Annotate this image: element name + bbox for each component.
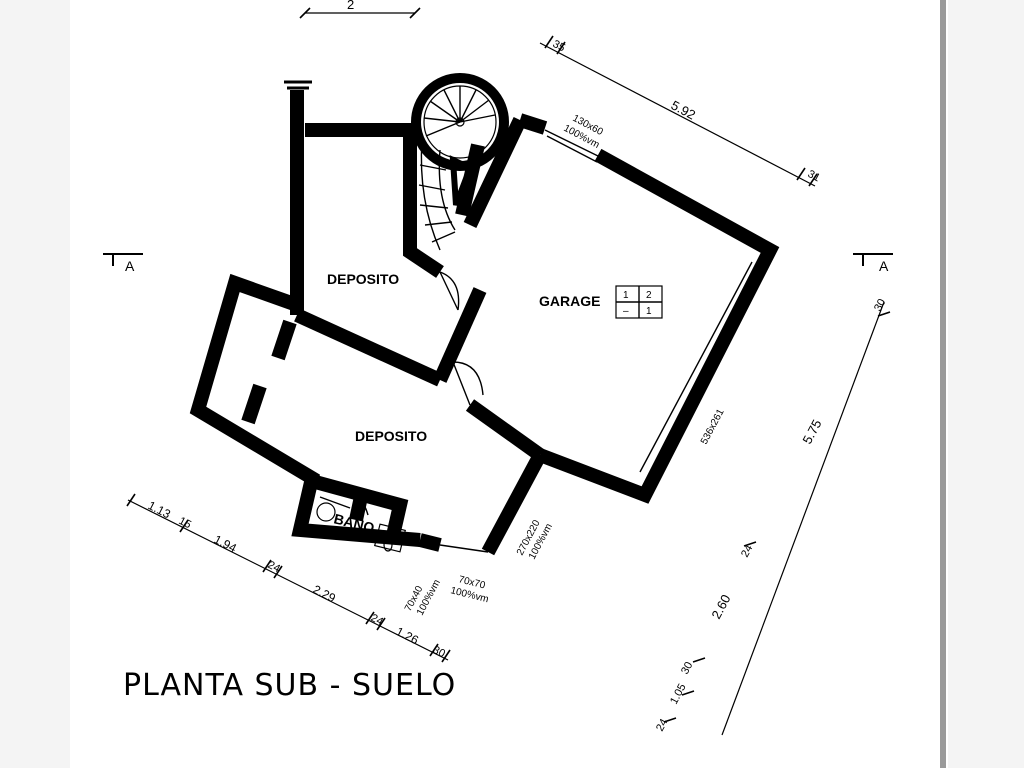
openings: [439, 129, 763, 553]
door-swings: [359, 271, 484, 516]
dim-right-2: 5.75: [799, 417, 824, 446]
dim-right-1: 30: [872, 297, 888, 313]
left-margin: [0, 0, 70, 768]
room-label-deposito-bottom: DEPOSITO: [355, 428, 427, 444]
vent-symbol: [284, 80, 312, 90]
dimension-upper-right: 35 5.92 31: [539, 35, 822, 187]
dim-top-value: 2: [347, 0, 354, 12]
section-marker-right: A: [853, 253, 893, 274]
sheet-edge: [940, 0, 946, 768]
section-label-left: A: [125, 258, 135, 274]
dim-bottom-4: 24: [266, 559, 282, 575]
dim-bottom-6: 24: [369, 612, 385, 628]
legend-cell-3: –: [623, 306, 629, 317]
dim-right-5: 30: [679, 660, 695, 676]
walls: [189, 90, 780, 556]
dim-bottom-2: 15: [177, 515, 193, 531]
dim-bottom-1: 1.13: [146, 498, 173, 521]
section-label-right: A: [879, 258, 889, 274]
legend-cell-4: 1: [646, 306, 652, 317]
dim-bottom-5: 2.29: [311, 582, 338, 605]
level-legend: 1 2 – 1: [615, 285, 663, 319]
garage-door-label: 536x261: [699, 407, 727, 446]
dimension-right: 30 5.75 24 2.60 30 1.05 24: [654, 297, 891, 736]
dim-upper-right-end: 31: [806, 168, 822, 184]
room-label-deposito-top: DEPOSITO: [327, 271, 399, 287]
dim-right-4: 2.60: [708, 592, 733, 621]
bath-fixtures: [316, 496, 407, 553]
section-marker-left: A: [103, 253, 143, 274]
legend-cell-2: 2: [646, 290, 652, 301]
dim-upper-right-main: 5.92: [669, 97, 698, 122]
legend-cell-1: 1: [623, 290, 629, 301]
dim-bottom-8: 30: [431, 644, 447, 660]
dim-upper-right-start: 35: [551, 38, 567, 54]
spiral-staircase: [411, 73, 509, 251]
room-label-garage: GARAGE: [539, 293, 600, 309]
dim-right-3: 24: [739, 543, 755, 559]
dimension-top: 2: [299, 0, 421, 19]
dim-right-7: 24: [654, 717, 670, 733]
drawing-title: PLANTA SUB - SUELO: [123, 668, 456, 703]
right-margin: [948, 0, 1024, 768]
dim-bottom-3: 1.94: [212, 532, 239, 555]
